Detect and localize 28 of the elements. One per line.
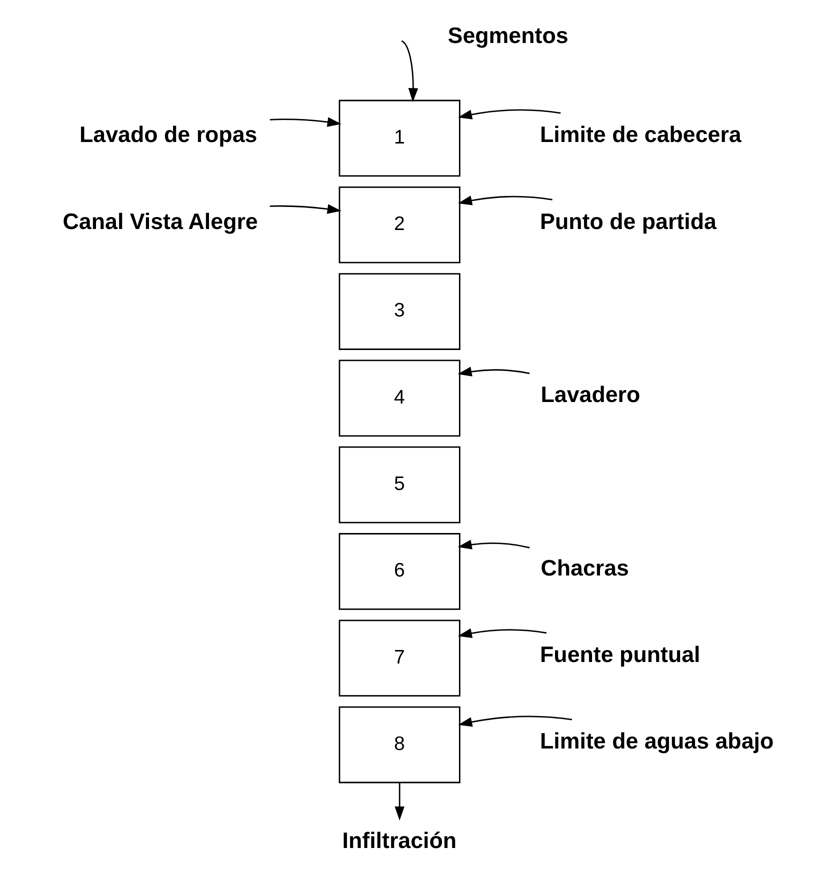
node-text: Punto de partida [540, 208, 716, 234]
arrow [394, 782, 404, 820]
node-box: 4 [338, 360, 460, 437]
node-box: 1 [338, 100, 460, 177]
node-box: 5 [338, 446, 460, 524]
node-box: 7 [338, 620, 460, 697]
arrow [400, 40, 418, 102]
node-text: Limite de cabecera [540, 122, 741, 148]
node-text: Lavadero [540, 382, 640, 408]
node-box: 3 [338, 273, 460, 350]
arrow [457, 196, 552, 206]
node-text: Lavado de ropas [79, 122, 257, 148]
label: Segmentos [447, 22, 568, 48]
arrow [457, 540, 530, 550]
node-box: 2 [338, 186, 460, 264]
arrow [269, 117, 341, 127]
arrow [457, 109, 560, 120]
arrow [269, 204, 341, 214]
node-text: Canal Vista Alegre [62, 208, 258, 234]
node-text: Infiltración [342, 828, 456, 853]
arrow [457, 366, 530, 376]
arrow [457, 628, 546, 638]
node-text: Limite de aguas abajo [540, 728, 774, 754]
arrow [458, 716, 572, 727]
node-box: 8 [338, 706, 460, 784]
node-box: 6 [338, 533, 460, 610]
node-text: Fuente puntual [540, 642, 700, 668]
node-text: Chacras [540, 555, 628, 580]
